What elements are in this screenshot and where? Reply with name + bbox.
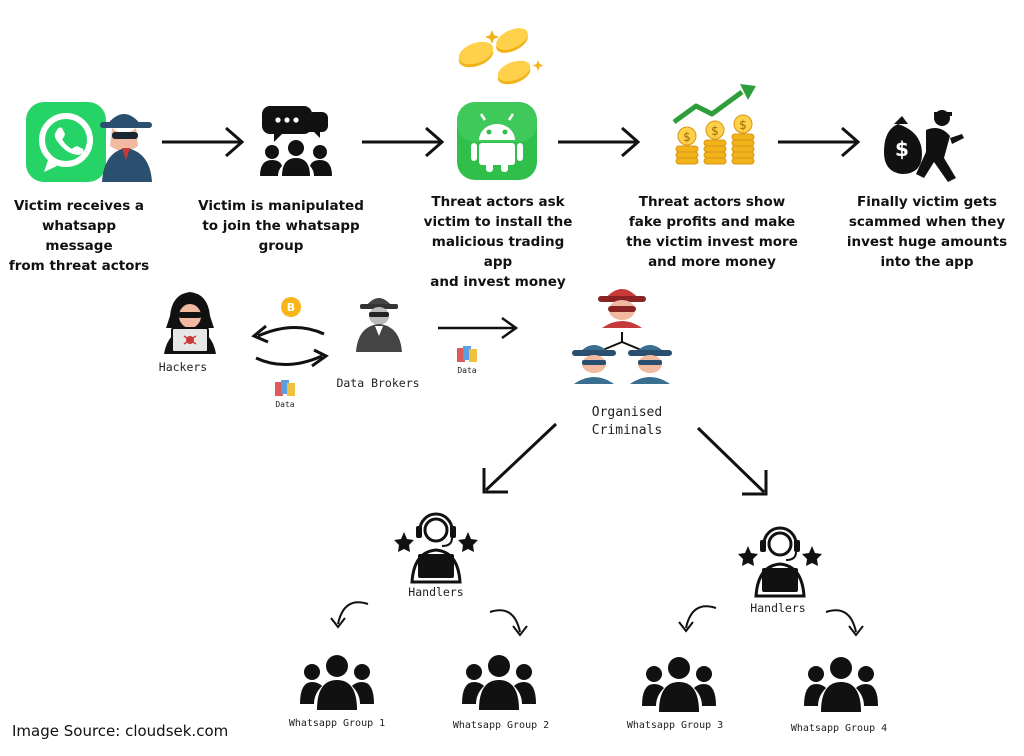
data-label: Data [457,366,477,375]
whatsapp-group-icon [804,657,878,712]
whatsapp-spy-icon [26,102,152,182]
handlers-label: Handlers [408,585,464,599]
thief-icon: $ [884,110,964,182]
profit-trend-icon: $ $ $ [672,84,756,165]
whatsapp-group-label: Whatsapp Group 4 [790,723,888,734]
arrow-right-icon [162,126,245,158]
arrow-down-right-icon [696,426,768,496]
svg-text:$: $ [739,118,747,132]
arrow-right-icon [778,126,861,158]
data-label: Data [275,400,295,409]
svg-text:$: $ [895,137,909,161]
curved-arrow-left-icon [330,601,369,629]
arrow-right-icon [362,126,445,158]
group-chat-icon [260,106,332,176]
hackers-label: Hackers [158,360,208,374]
coins-icon [458,28,544,85]
whatsapp-group-icon [642,657,716,712]
whatsapp-group-icon [462,655,536,710]
step-1-text: Victim receives a whatsapp message from … [8,198,150,274]
image-source: Image Source: cloudsek.com [12,722,229,740]
whatsapp-group-label: Whatsapp Group 1 [288,718,386,729]
handler-icon [394,512,478,584]
bitcoin-icon: B [281,297,301,317]
curved-arrow-left-icon [678,605,717,633]
data-icon [275,380,295,396]
criminals-icon [572,289,672,384]
arrow-right-icon [438,316,519,340]
whatsapp-group-label: Whatsapp Group 3 [626,720,724,731]
data-broker-icon [356,298,402,352]
whatsapp-group-label: Whatsapp Group 2 [452,720,550,731]
step-5-text: Finally victim gets scammed when they in… [846,194,1008,270]
step-4-text: Threat actors show fake profits and make… [626,194,798,270]
svg-text:B: B [287,301,295,314]
whatsapp-group-icon [300,655,374,710]
svg-text:$: $ [711,124,719,138]
handlers-label: Handlers [750,601,806,615]
curved-arrow-right-icon [825,609,864,637]
step-3-text: Threat actors ask victim to install the … [423,194,573,290]
step-2-text: Victim is manipulated to join the whatsa… [198,198,364,254]
android-app-icon [457,102,537,180]
exchange-arrows-icon [251,324,329,368]
data-icon [457,346,477,362]
hacker-icon [164,292,216,354]
handler-icon [738,526,822,598]
curved-arrow-right-icon [489,609,528,637]
arrow-down-left-icon [482,422,558,494]
data-brokers-label: Data Brokers [336,376,420,390]
organised-criminals-label: Organised Criminals [591,405,663,438]
svg-text:$: $ [683,130,691,144]
arrow-right-icon [558,126,641,158]
